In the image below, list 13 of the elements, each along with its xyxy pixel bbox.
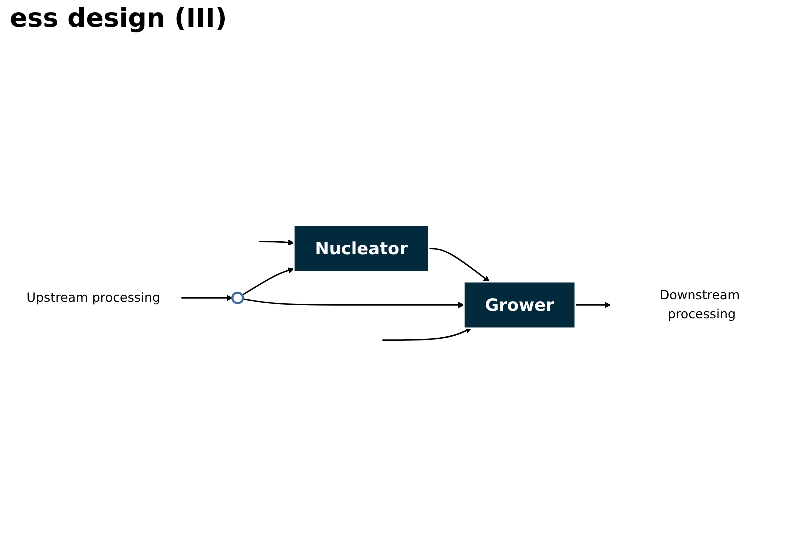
- node-text: Downstream processing: [660, 288, 740, 322]
- arrow: [182, 294, 233, 302]
- node-box: Grower: [463, 281, 576, 329]
- node-box: Nucleator: [293, 224, 430, 272]
- arrow: [242, 298, 464, 308]
- diagram-title: ess design (III): [10, 4, 228, 34]
- arrow: [242, 267, 294, 296]
- arrow: [258, 239, 294, 246]
- arrow: [575, 302, 611, 308]
- node-circle: [232, 292, 244, 304]
- arrow: [429, 248, 490, 282]
- node-text: Upstream processing: [26, 290, 161, 306]
- arrow: [382, 328, 472, 341]
